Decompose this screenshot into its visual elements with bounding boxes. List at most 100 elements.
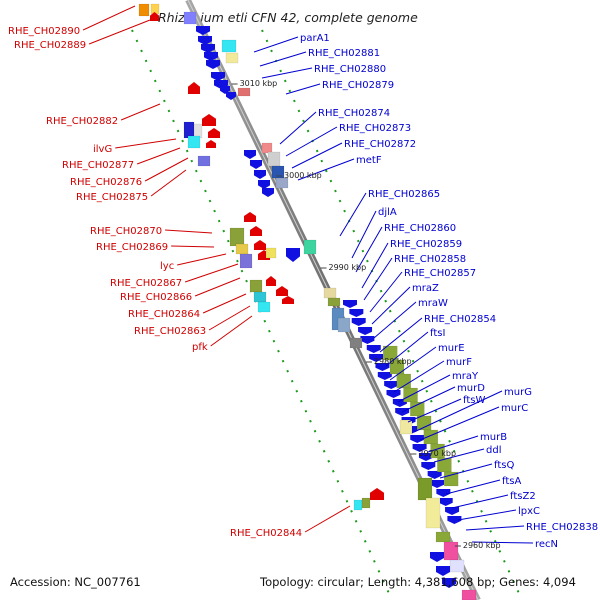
gene-label-rhe-ch02854[interactable]: RHE_CH02854: [424, 314, 496, 325]
gene-label-lyc[interactable]: lyc: [160, 261, 174, 272]
leader-line-ftsw: [407, 398, 462, 423]
gene-feature-box: [229, 227, 245, 247]
leader-line-ilvg: [115, 138, 177, 149]
gene-label-ftsz2[interactable]: ftsZ2: [510, 491, 536, 502]
gene-label-rhe-ch02876[interactable]: RHE_CH02876: [70, 177, 142, 188]
gene-label-pfk[interactable]: pfk: [192, 342, 208, 353]
gene-label-djla[interactable]: djlA: [378, 207, 397, 218]
leader-line-murd: [401, 386, 456, 413]
gene-label-rhe-ch02881[interactable]: RHE_CH02881: [308, 48, 380, 59]
leader-line-lyc: [177, 253, 227, 266]
leader-line-rhe-ch02880: [261, 67, 313, 79]
gene-label-ftsq[interactable]: ftsQ: [494, 460, 514, 471]
forward-gene-arrow: [206, 140, 216, 148]
gene-feature-box: [183, 11, 197, 25]
gene-label-rhe-ch02880[interactable]: RHE_CH02880: [314, 64, 386, 75]
gene-label-rhe-ch02867[interactable]: RHE_CH02867: [110, 278, 182, 289]
gene-feature-box: [410, 401, 425, 417]
gene-label-ddl[interactable]: ddl: [486, 445, 501, 456]
leader-line-murc: [419, 406, 500, 441]
gene-label-rhe-ch02889[interactable]: RHE_CH02889: [14, 40, 86, 51]
gene-label-rhe-ch02877[interactable]: RHE_CH02877: [62, 160, 134, 171]
gene-feature-box: [239, 253, 253, 269]
gene-label-rhe-ch02864[interactable]: RHE_CH02864: [128, 309, 200, 320]
gene-label-rhe-ch02879[interactable]: RHE_CH02879: [322, 80, 394, 91]
reverse-gene-arrow: [262, 188, 274, 197]
gene-feature-box: [249, 279, 263, 293]
gene-label-murb[interactable]: murB: [480, 432, 507, 443]
gene-label-mray[interactable]: mraY: [452, 371, 479, 382]
reverse-gene-arrow: [250, 160, 262, 169]
leader-line-mray: [397, 374, 451, 403]
gene-label-mraw[interactable]: mraW: [418, 298, 448, 309]
reverse-gene-arrow: [358, 327, 373, 335]
gene-label-ftsi[interactable]: ftsI: [430, 328, 445, 339]
reverse-gene-arrow: [442, 578, 456, 588]
gene-label-lpxc[interactable]: lpxC: [518, 506, 540, 517]
gene-label-rhe-ch02844[interactable]: RHE_CH02844: [230, 528, 302, 539]
kbp-marker-2980-kbp: 2980 kbp: [374, 357, 412, 366]
gene-feature-box: [138, 3, 150, 17]
gene-feature-box: [443, 541, 459, 561]
reverse-gene-arrow: [343, 300, 357, 308]
gene-label-ilvg[interactable]: ilvG: [93, 144, 112, 155]
leader-line-rhe-ch02872: [291, 142, 343, 169]
gene-feature-box: [303, 239, 317, 255]
gene-feature-box: [417, 477, 433, 501]
gene-feature-box: [253, 291, 267, 303]
gene-label-ftsa[interactable]: ftsA: [502, 476, 521, 487]
gene-label-recn[interactable]: recN: [535, 539, 558, 550]
reverse-gene-arrow: [226, 92, 236, 100]
reverse-gene-arrow: [196, 26, 210, 35]
gene-feature-box: [435, 531, 451, 543]
gene-feature-box: [349, 337, 363, 349]
gene-label-rhe-ch02869[interactable]: RHE_CH02869: [96, 242, 168, 253]
gene-label-rhe-ch02872[interactable]: RHE_CH02872: [344, 139, 416, 150]
gene-label-murc[interactable]: murC: [501, 403, 528, 414]
leader-line-rhe-ch02889: [88, 19, 151, 45]
gene-label-rhe-ch02874[interactable]: RHE_CH02874: [318, 108, 390, 119]
gene-label-rhe-ch02857[interactable]: RHE_CH02857: [404, 268, 476, 279]
reverse-gene-arrow: [418, 453, 433, 461]
gene-label-mure[interactable]: murE: [438, 343, 465, 354]
gene-label-ftsw[interactable]: ftsW: [463, 395, 485, 406]
forward-gene-arrow: [202, 114, 216, 126]
gene-label-rhe-ch02870[interactable]: RHE_CH02870: [90, 226, 162, 237]
gene-label-metf[interactable]: metF: [356, 155, 382, 166]
gene-label-rhe-ch02866[interactable]: RHE_CH02866: [120, 292, 192, 303]
gene-label-rhe-ch02890[interactable]: RHE_CH02890: [8, 26, 80, 37]
leader-line-ftsq: [439, 463, 493, 479]
map-title: Rhizobium etli CFN 42, complete genome: [158, 10, 418, 25]
gene-label-rhe-ch02863[interactable]: RHE_CH02863: [134, 326, 206, 337]
reverse-gene-arrow: [366, 345, 381, 353]
gene-feature-box: [187, 135, 201, 149]
gene-label-murf[interactable]: murF: [446, 357, 472, 368]
gene-label-murd[interactable]: murD: [457, 383, 485, 394]
gene-feature-box: [461, 589, 477, 601]
gene-label-murg[interactable]: murG: [504, 387, 532, 398]
gene-label-rhe-ch02838[interactable]: RHE_CH02838: [526, 522, 598, 533]
gene-label-rhe-ch02859[interactable]: RHE_CH02859: [390, 239, 462, 250]
leader-line-rhe-ch02865: [339, 192, 367, 237]
gene-feature-box: [425, 497, 441, 529]
reverse-gene-arrow: [421, 462, 436, 470]
gene-label-rhe-ch02860[interactable]: RHE_CH02860: [384, 223, 456, 234]
gene-label-rhe-ch02875[interactable]: RHE_CH02875: [76, 192, 148, 203]
gene-label-rhe-ch02865[interactable]: RHE_CH02865: [368, 189, 440, 200]
reverse-gene-arrow: [436, 489, 451, 497]
gene-label-rhe-ch02882[interactable]: RHE_CH02882: [46, 116, 118, 127]
leader-line-murg: [413, 390, 503, 433]
summary-text: Topology: circular; Length: 4,381,608 bp…: [259, 575, 576, 589]
gene-label-mraz[interactable]: mraZ: [412, 283, 439, 294]
forward-gene-arrow: [254, 240, 266, 250]
gene-feature-box: [221, 39, 237, 53]
gene-label-para1[interactable]: parA1: [300, 33, 330, 44]
gene-feature-box: [235, 243, 249, 255]
gene-label-rhe-ch02858[interactable]: RHE_CH02858: [394, 254, 466, 265]
forward-gene-arrow: [244, 212, 256, 222]
gene-label-rhe-ch02873[interactable]: RHE_CH02873: [339, 123, 411, 134]
leader-line-mure: [389, 346, 437, 381]
